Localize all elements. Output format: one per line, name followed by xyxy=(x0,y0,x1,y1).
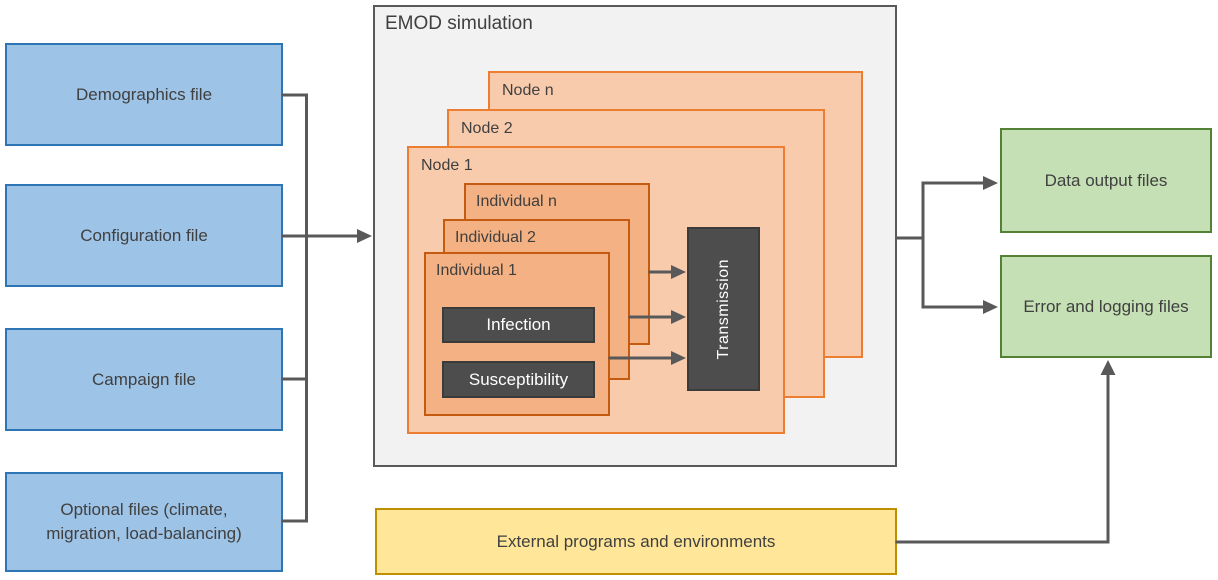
transmission-label: Transmission xyxy=(714,258,732,360)
output-box-data: Data output files xyxy=(1000,128,1212,233)
input-box-configuration-file: Configuration file xyxy=(5,184,283,287)
node-label-n: Node n xyxy=(502,82,554,99)
input-box-campaign-file: Campaign file xyxy=(5,328,283,431)
arrowhead-error-logging xyxy=(983,300,998,314)
arrowhead-into-simulation xyxy=(357,229,372,243)
node-label-2: Node 2 xyxy=(461,120,513,137)
output-label-data: Data output files xyxy=(1044,170,1168,190)
infection-label: Infection xyxy=(486,315,551,334)
input-label-demographics: Demographics file xyxy=(75,84,213,104)
external-programs-label: External programs and environments xyxy=(496,531,776,551)
arrowhead-external-to-error xyxy=(1100,360,1116,375)
emod-simulation-title: EMOD simulation xyxy=(385,13,533,34)
input-label-configuration: Configuration file xyxy=(80,225,208,245)
susceptibility-box: Susceptibility xyxy=(442,361,595,398)
node-label-1: Node 1 xyxy=(421,157,473,174)
individual-label-n: Individual n xyxy=(476,193,557,210)
output-label-error-logging: Error and logging files xyxy=(1023,296,1189,316)
susceptibility-label: Susceptibility xyxy=(468,369,569,389)
input-box-optional-files: Optional files (climate, migration, load… xyxy=(5,472,283,572)
input-box-demographics-file: Demographics file xyxy=(5,43,283,146)
individual-label-2: Individual 2 xyxy=(455,229,536,246)
individual-label-1: Individual 1 xyxy=(436,262,517,279)
arrowhead-data-output xyxy=(983,176,998,190)
input-label-campaign: Campaign file xyxy=(92,369,196,389)
connector-external-to-error xyxy=(895,372,1110,544)
output-box-error-logging: Error and logging files xyxy=(1000,255,1212,358)
external-programs-box: External programs and environments xyxy=(375,508,897,575)
transmission-box: Transmission xyxy=(687,227,760,391)
input-label-optional: Optional files (climate, migration, load… xyxy=(46,500,242,543)
infection-box: Infection xyxy=(442,307,595,343)
